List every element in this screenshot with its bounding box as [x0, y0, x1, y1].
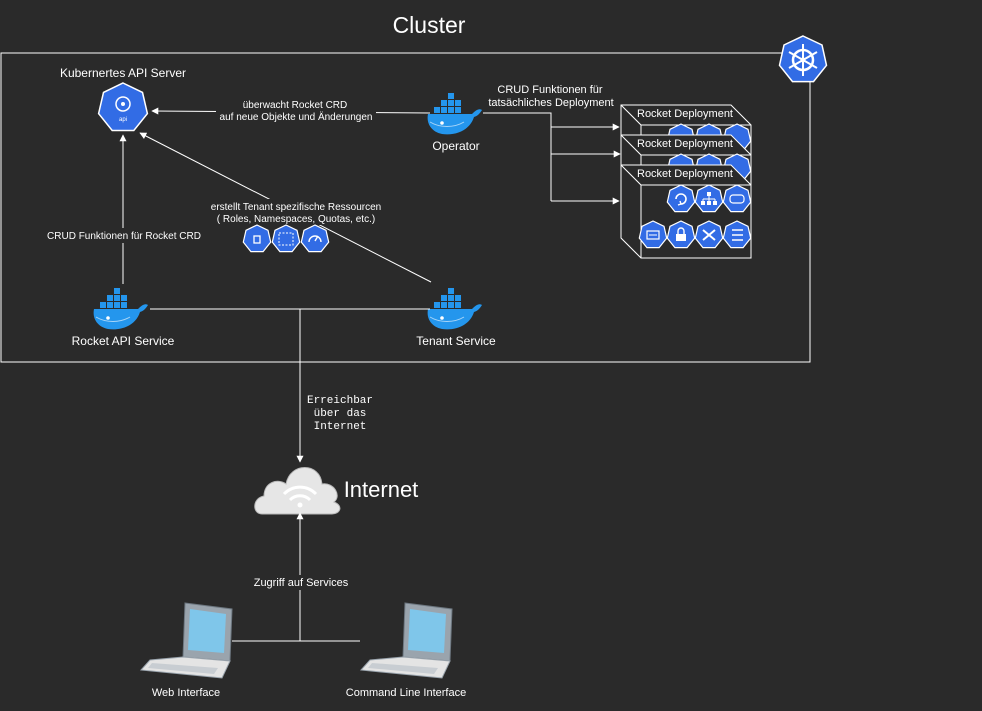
kubernetes-logo-icon [778, 35, 828, 83]
cli-laptop-icon [359, 602, 453, 679]
tenant-service-docker-icon [427, 287, 483, 330]
deployment-icon [666, 184, 696, 213]
api-server-label: Kubernertes API Server [60, 66, 186, 80]
cluster-title: Cluster [393, 12, 466, 38]
rocket-deployment-3: Rocket Deployment [620, 164, 752, 259]
operator-trunk-edge [483, 112, 552, 201]
internet-reach-line1: Erreichbar [307, 395, 373, 407]
deployment-title-1: Rocket Deployment [637, 108, 733, 120]
operator-docker-icon [427, 92, 483, 135]
deployment-title-3: Rocket Deployment [637, 168, 733, 180]
api-badge: api [119, 117, 127, 123]
cluster-boundary [0, 52, 811, 363]
tenant-service-label: Tenant Service [416, 334, 496, 348]
web-laptop-icon [139, 602, 233, 679]
deployment-title-2: Rocket Deployment [637, 138, 733, 150]
internet-reach-line2: über das [314, 408, 367, 420]
internet-reach-line3: Internet [314, 421, 367, 433]
namespace-icon [271, 224, 301, 253]
watch-label-line2: auf neue Objekte und Änderungen [220, 111, 373, 123]
service-icon [694, 184, 724, 213]
tenant-label-line1: erstellt Tenant spezifische Ressourcen [211, 202, 381, 213]
rocket-api-service-docker-icon [93, 287, 149, 330]
secret-icon [666, 220, 696, 249]
web-interface-label: Web Interface [152, 687, 220, 699]
network-policy-icon [694, 220, 724, 249]
ingress-icon [638, 220, 668, 249]
quota-icon [300, 224, 330, 253]
crud-deploy-label-line1: CRUD Funktionen für [497, 84, 602, 96]
tenant-label-line2: ( Roles, Namespaces, Quotas, etc.) [217, 214, 375, 225]
access-label: Zugriff auf Services [254, 577, 349, 589]
api-server-icon: api [97, 82, 149, 132]
crud-crd-label: CRUD Funktionen für Rocket CRD [47, 231, 201, 242]
internet-label: Internet [344, 477, 419, 502]
volume-icon [722, 184, 752, 213]
rocket-api-service-label: Rocket API Service [72, 334, 175, 348]
crud-deploy-label-line2: tatsächliches Deployment [488, 97, 613, 109]
cloud-wifi-icon [254, 467, 341, 515]
operator-label: Operator [432, 139, 479, 153]
cli-label: Command Line Interface [346, 687, 466, 699]
role-icon [242, 224, 272, 253]
watch-label-line1: überwacht Rocket CRD [243, 100, 347, 111]
configmap-icon [722, 220, 752, 249]
